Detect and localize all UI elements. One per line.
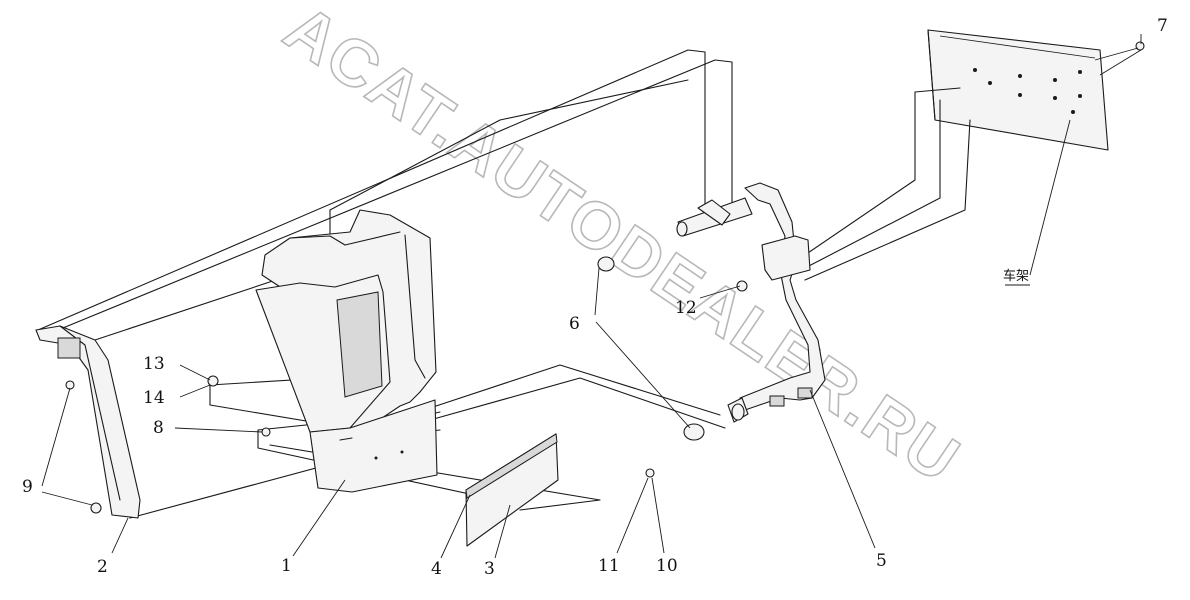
- callout-13: 13: [143, 354, 165, 374]
- frame-rail: [927, 29, 1109, 151]
- callout-8: 8: [153, 418, 164, 438]
- callout-3: 3: [484, 559, 495, 579]
- part-6-grommet: [597, 256, 705, 441]
- part-1-panel: [255, 209, 438, 493]
- frame-label: 车架: [1003, 268, 1029, 284]
- callout-10: 10: [656, 556, 678, 576]
- callout-11: 11: [598, 556, 620, 576]
- part-5-pipe: [676, 182, 826, 423]
- callout-7: 7: [1157, 16, 1168, 36]
- leader-lines: [41, 34, 1142, 559]
- callout-6: 6: [569, 314, 580, 334]
- callout-9: 9: [22, 477, 33, 497]
- callout-4: 4: [431, 559, 442, 579]
- part-3-mudflap: [465, 433, 559, 547]
- callout-12: 12: [675, 298, 697, 318]
- callout-5: 5: [876, 551, 887, 571]
- part-2-bracket: [35, 325, 141, 519]
- callout-14: 14: [143, 388, 165, 408]
- callout-1: 1: [281, 556, 292, 576]
- callout-labels: 7 12 6 13 14 8 9 2 1 4 3 11 10 5 车架: [22, 16, 1168, 579]
- callout-2: 2: [97, 557, 108, 577]
